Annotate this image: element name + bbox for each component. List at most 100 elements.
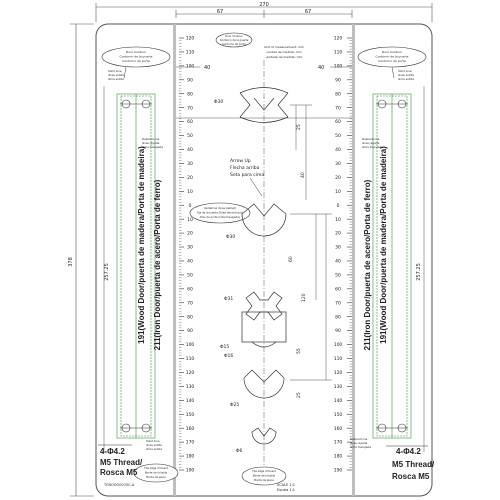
ruler-left-tick-label: 180 (186, 454, 195, 460)
line-legend-right-bottom: Dashed Line linea rayada linha tracejada (350, 437, 371, 449)
ruler-right-tick-label: 110 (334, 356, 343, 362)
dia31-label: Φ31 (224, 296, 233, 302)
left-screw-holes (120, 99, 152, 433)
svg-text:Contorno da porta: Contorno da porta (122, 59, 150, 63)
bubble-top-right: Door Contour Contorno de la puerta Conto… (357, 46, 427, 79)
ruler-right-tick-label: 30 (335, 245, 341, 251)
svg-text:Door Contour: Door Contour (225, 34, 243, 38)
ruler-right-tick-label: 100 (334, 342, 343, 348)
ruler-left-tick-label: 60 (187, 119, 193, 125)
svg-text:Rosca M5: Rosca M5 (392, 472, 430, 481)
ruler-left: 1201101009080706050403020100102030405060… (179, 36, 194, 474)
ruler-left-tick-label: 40 (187, 147, 193, 153)
left-strike-plate (116, 93, 156, 439)
svg-text:4-Φ4.2: 4-Φ4.2 (396, 447, 421, 456)
top-note: Unit of measurement: mm unidad de medida… (264, 45, 304, 59)
svg-text:linha solida: linha solida (398, 77, 414, 81)
ruler-left-tick-label: 170 (186, 440, 195, 446)
dia30-mid-label: Φ30 (226, 234, 235, 240)
ruler-left-tick-label: 0 (189, 203, 192, 209)
cutout-round (243, 369, 285, 399)
ruler-right-tick-label: 110 (334, 50, 343, 56)
svg-text:Dashed Line: Dashed Line (350, 437, 368, 441)
svg-text:linha tracejada: linha tracejada (142, 145, 163, 149)
ruler-left-tick-label: 130 (186, 384, 195, 390)
door-label-right-a: 211(Iron Door/puerta de acero/Porta de f… (363, 179, 372, 350)
ruler-right-tick-label: 60 (335, 286, 341, 292)
svg-text:Dashed Line: Dashed Line (362, 137, 380, 141)
ruler-left-tick-label: 90 (187, 328, 193, 334)
cutout-top (239, 87, 289, 123)
left-inner-dim-label: 257.25 (104, 263, 110, 281)
svg-text:Arrow Up: Arrow Up (230, 158, 251, 164)
scale-label-1: SCALE 1:1 (277, 483, 295, 487)
right-inner-dim-label: 257.25 (416, 263, 422, 281)
ruler-left-tick-label: 20 (187, 231, 193, 237)
ruler-right-tick-label: 80 (335, 91, 341, 97)
ruler-left-tick-label: 90 (187, 77, 193, 83)
ruler-right-tick-label: 150 (334, 412, 343, 418)
svg-text:Solid Line: Solid Line (398, 69, 412, 73)
svg-text:linea rayada: linea rayada (350, 441, 368, 445)
ruler-right-tick-label: 120 (334, 370, 343, 376)
dim-55-label: 55 (296, 348, 302, 354)
bubble-bottom-center: The edge of board Borde de la tabla Bord… (241, 466, 287, 486)
ruler-right-tick-label: 40 (335, 147, 341, 153)
svg-text:M5 Thread/: M5 Thread/ (100, 458, 143, 467)
svg-text:linea rayada: linea rayada (362, 141, 380, 145)
svg-text:Contorno de la puerta: Contorno de la puerta (220, 38, 249, 42)
line-legend-left-top: Solid Line linea solida linha solida (108, 69, 124, 81)
dia6-label: Φ6 (236, 448, 243, 454)
svg-text:Door Contour: Door Contour (382, 50, 403, 54)
half-width-right-label: 67 (305, 9, 311, 15)
ruler-right-tick-label: 100 (334, 63, 343, 69)
ruler-right-tick-label: 40 (335, 259, 341, 265)
board-outline (95, 23, 433, 497)
ruler-right-tick-label: 130 (334, 384, 343, 390)
ruler-right-tick-label: 90 (335, 77, 341, 83)
ruler-right-tick-label: 90 (335, 328, 341, 334)
ruler-left-tick-label: 190 (186, 468, 195, 474)
scale-label-2: Escala 1:1 (277, 488, 295, 492)
svg-text:The edge of board: The edge of board (252, 469, 276, 473)
dim-40-label: 40 (300, 172, 306, 178)
ruler-right-tick-label: 190 (334, 468, 343, 474)
door-label-left-a: 191(Wood Door/puerta de madera/Porta de … (137, 146, 146, 344)
ruler-right-tick-label: 60 (335, 119, 341, 125)
ruler-right-tick-label: 20 (335, 175, 341, 181)
ruler-left-tick-label: 80 (187, 91, 193, 97)
bubble-top-left: Door Contour Contorno de la puerta Conto… (101, 46, 171, 79)
svg-text:M5 Thread/: M5 Thread/ (392, 460, 435, 469)
line-legend-right-top: Solid Line linea solida linha solida (398, 69, 414, 81)
ruler-left-tick-label: 140 (186, 398, 195, 404)
dia25-label: Φ25 (230, 402, 239, 408)
svg-text:Door Contour: Door Contour (126, 50, 147, 54)
svg-text:Eje de la puerta (linea discon: Eje de la puerta (linea discontinua) (197, 211, 242, 215)
ruler-right-tick-label: 80 (335, 314, 341, 320)
line-legend-right-dashed: Dashed Line linea rayada linha tracejada (362, 137, 383, 149)
cutout-small (251, 427, 277, 445)
ruler-right-tick-label: 180 (334, 454, 343, 460)
ruler-left-tick-label: 20 (187, 175, 193, 181)
svg-text:The edge of board: The edge of board (144, 466, 168, 470)
svg-text:Borda da placa: Borda da placa (146, 475, 166, 479)
dia15b-label: Φ16 (224, 353, 233, 359)
dia15a-label: Φ15 (220, 344, 229, 350)
ruler-left-tick-label: 100 (186, 342, 195, 348)
svg-text:linea solida: linea solida (108, 73, 124, 77)
ruler-right-tick-label: 10 (335, 217, 341, 223)
ruler-right-tick-label: 170 (334, 440, 343, 446)
line-legend-left-dashed: Dashed Line linea rayada linha tracejada (142, 137, 163, 149)
right-screw-holes (376, 99, 408, 433)
ruler-band-right (352, 24, 355, 496)
svg-text:Contorno de la puerta: Contorno de la puerta (120, 55, 153, 59)
ruler-left-tick-label: 10 (187, 217, 193, 223)
svg-text:Solid Line: Solid Line (146, 439, 160, 443)
ruler-right-tick-label: 10 (335, 189, 341, 195)
mid-right-label: 40 (318, 65, 324, 71)
cutout-middle (241, 203, 287, 237)
svg-text:linea rayada: linea rayada (142, 141, 160, 145)
line-legend-left-bottom: Solid Line linea solida linha solida (146, 439, 162, 451)
cutout-lower (241, 291, 287, 348)
ruler-left-tick-label: 70 (187, 300, 193, 306)
